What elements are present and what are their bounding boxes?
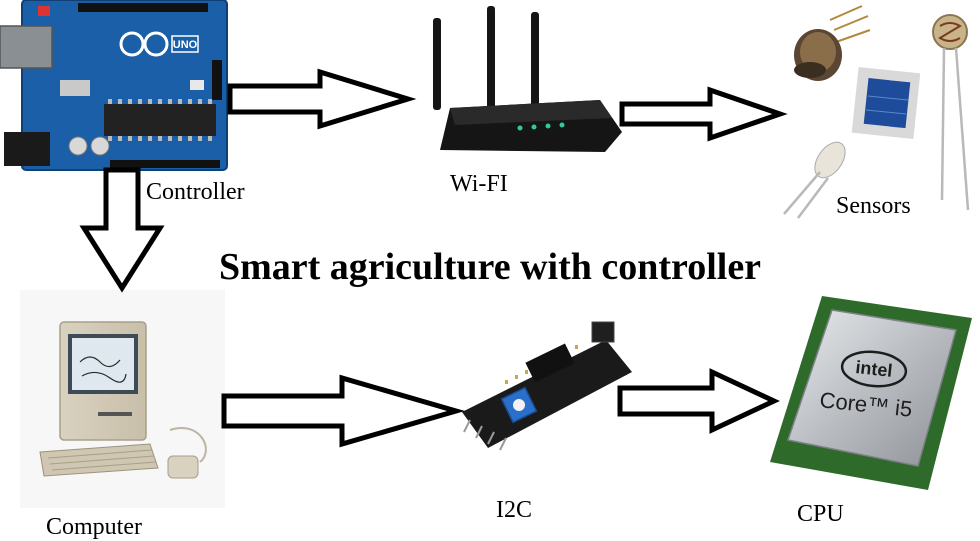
- arrow-i2c-to-cpu: [617, 368, 780, 434]
- node-label-sensors: Sensors: [836, 193, 911, 219]
- wifi-router-icon: [433, 6, 622, 152]
- arduino-uno-text: UNO: [173, 39, 198, 51]
- vintage-computer-icon: [20, 290, 225, 508]
- arrow-controller-to-wifi: [227, 68, 417, 130]
- arrow-controller-to-computer: [79, 167, 165, 293]
- node-label-computer: Computer: [46, 514, 142, 540]
- arrow-wifi-to-sensors: [619, 86, 788, 142]
- photodiode-sensor-icon: [794, 5, 871, 81]
- node-label-controller: Controller: [146, 179, 245, 205]
- node-label-i2c: I2C: [496, 497, 532, 523]
- ldr-sensor-icon: [932, 14, 970, 211]
- cpu-brand-text: intel: [855, 357, 894, 381]
- sensors-group-icon: [783, 5, 970, 219]
- diagram-title: Smart agriculture with controller: [218, 246, 762, 288]
- led-sensor-icon: [783, 141, 846, 219]
- node-label-cpu: CPU: [797, 501, 844, 527]
- solar-cell-sensor-icon: [851, 66, 921, 140]
- i2c-module-icon: [462, 321, 632, 451]
- node-label-wifi: Wi-FI: [450, 171, 508, 197]
- intel-cpu-chip-icon: intel Core™ i5: [770, 296, 972, 490]
- arduino-uno-board-icon: UNO: [0, 0, 228, 171]
- arrow-computer-to-i2c: [221, 374, 465, 448]
